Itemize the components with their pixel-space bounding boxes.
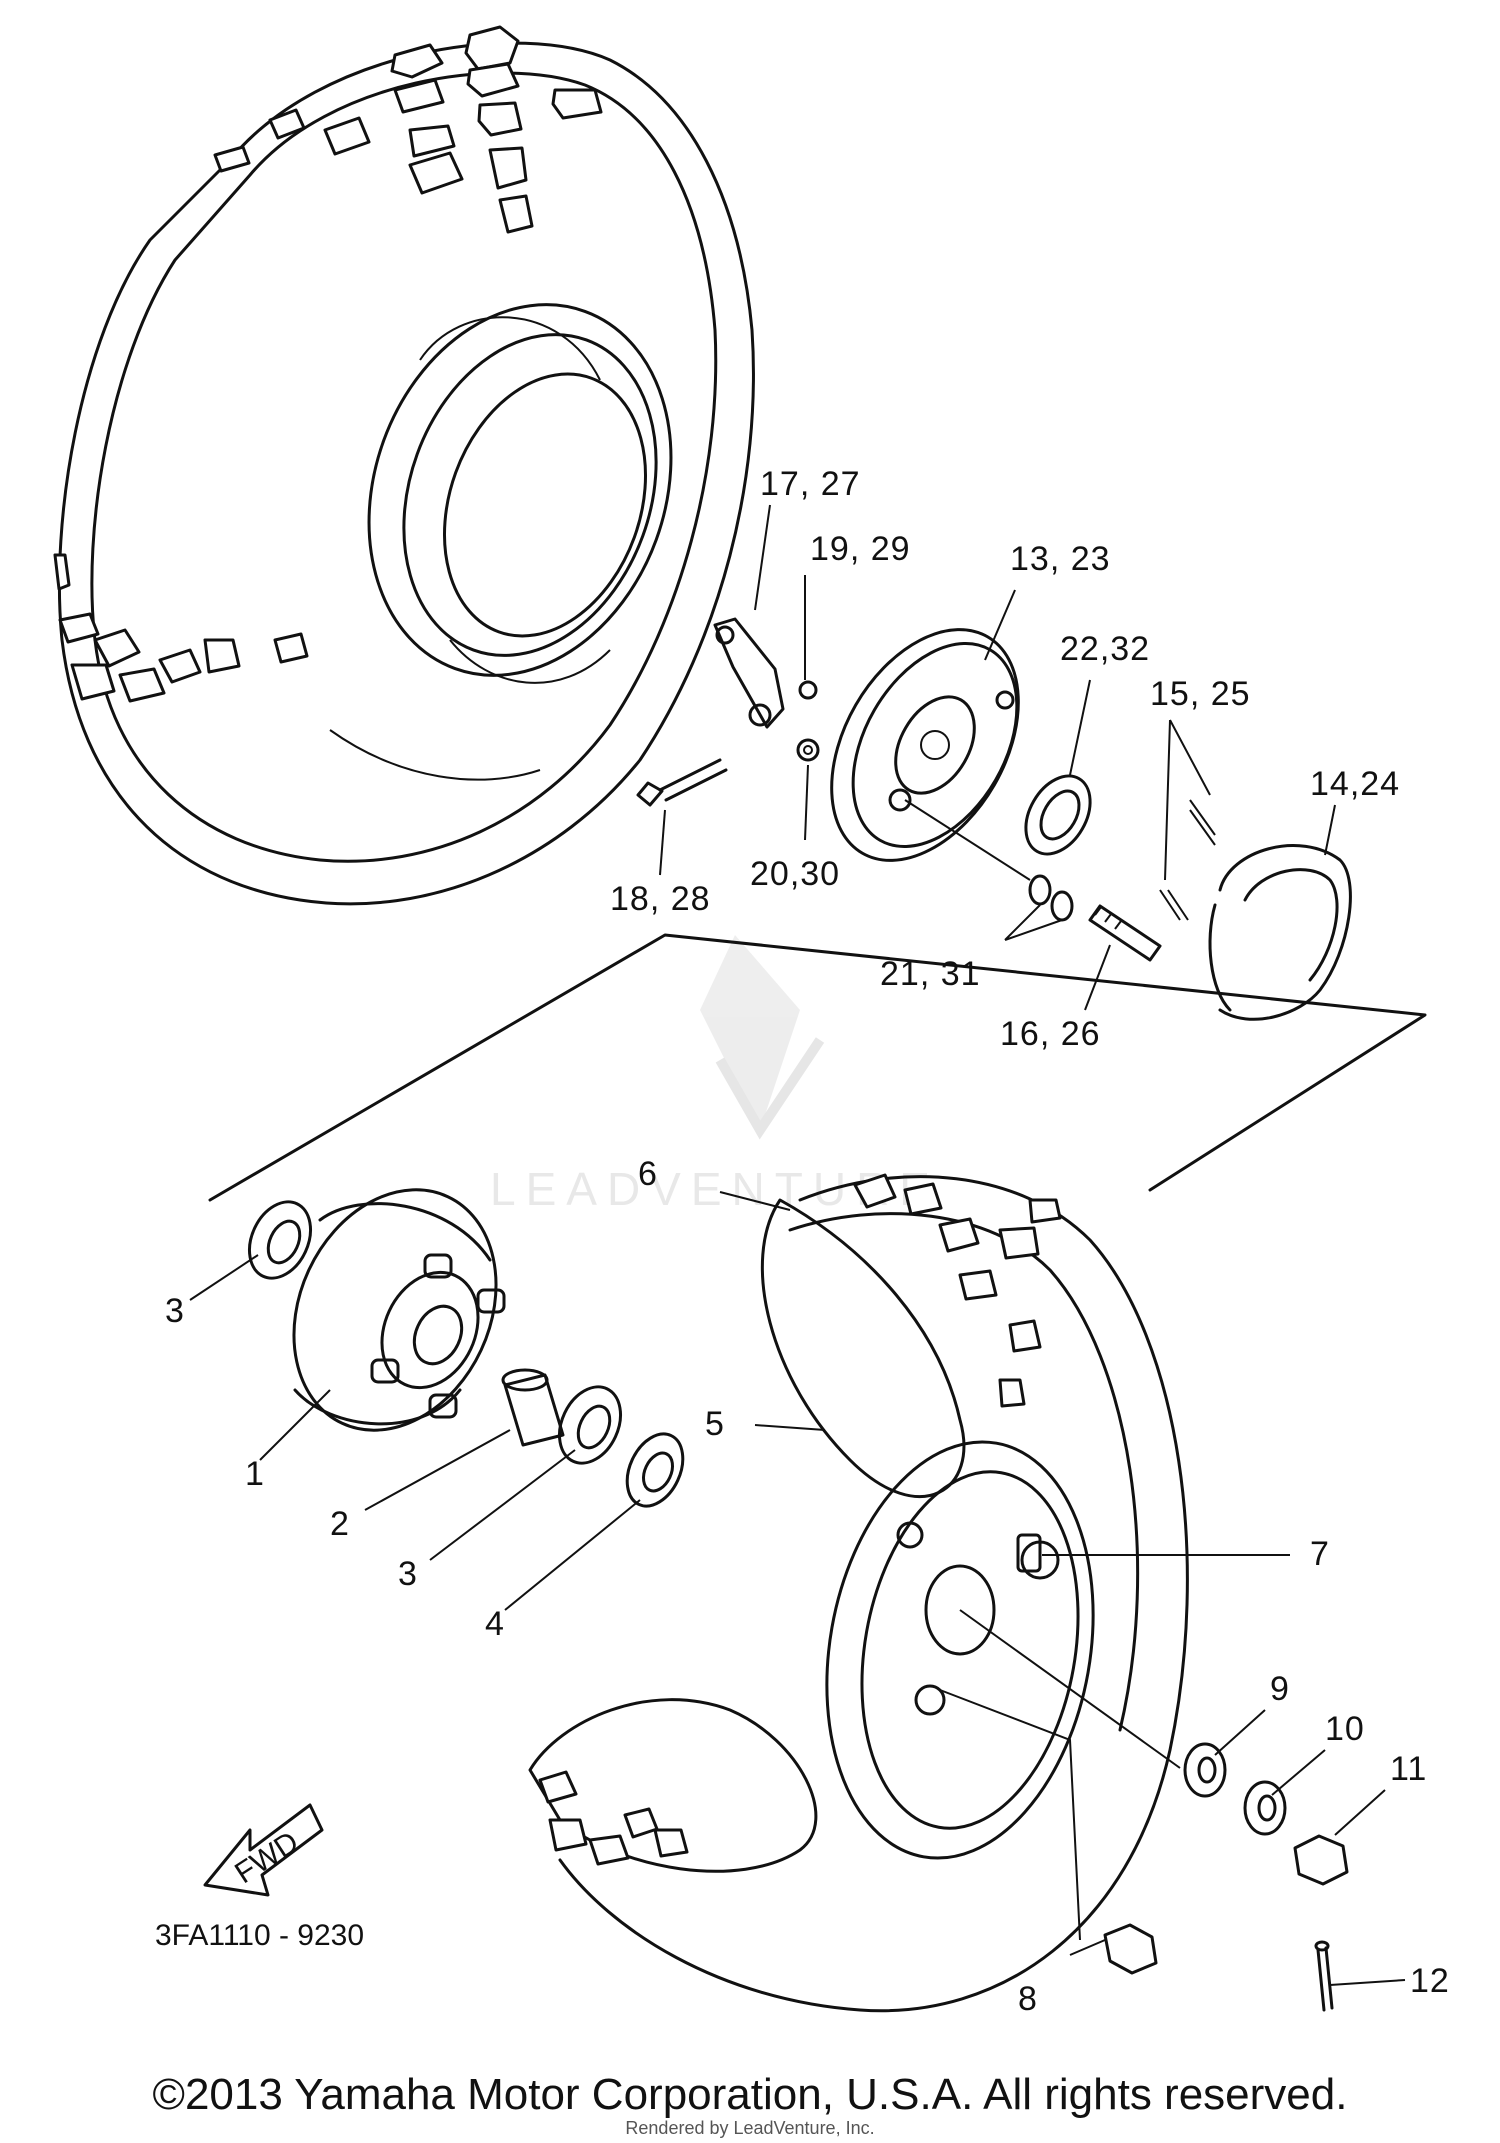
nut-8 (1103, 1923, 1158, 1975)
copyright-notice: ©2013 Yamaha Motor Corporation, U.S.A. A… (152, 2070, 1348, 2119)
callout-1929: 19, 29 (810, 530, 911, 568)
callout-9: 9 (1270, 1670, 1290, 1708)
spacer-2 (501, 1368, 565, 1447)
rendered-by-notice: Rendered by LeadVenture, Inc. (625, 2118, 875, 2138)
callout-8: 8 (1018, 1980, 1038, 2018)
bearing-3-lower (558, 1385, 622, 1465)
brake-shoe-plate (830, 628, 1020, 862)
callout-2030: 20,30 (750, 855, 840, 893)
callout-1323: 13, 23 (1010, 540, 1111, 578)
callout-1828: 18, 28 (610, 880, 711, 918)
callout-11: 11 (1390, 1750, 1427, 1788)
fwd-arrow: FWD (203, 1803, 324, 1897)
callout-3-upper: 3 (165, 1292, 185, 1330)
callout-6: 6 (638, 1155, 658, 1193)
lower-tire (528, 1173, 1189, 2013)
brake-cam-lever (713, 617, 785, 729)
washer-10 (1243, 1780, 1287, 1836)
cotter-pin-12 (1314, 1940, 1334, 2012)
callout-1424: 14,24 (1310, 765, 1400, 803)
part-code: 3FA1110 - 9230 (155, 1919, 364, 1952)
fwd-label: FWD (229, 1825, 304, 1890)
bearing-3-upper (248, 1200, 312, 1280)
valve-7 (1016, 1533, 1042, 1573)
castle-nut-11 (1293, 1834, 1349, 1886)
leader-lines (189, 504, 1406, 1986)
oil-seal-22 (1024, 774, 1092, 856)
callout-7: 7 (1310, 1535, 1330, 1573)
callout-2232: 22,32 (1060, 630, 1150, 668)
callout-2: 2 (330, 1505, 350, 1543)
callout-10: 10 (1325, 1710, 1365, 1748)
callout-12: 12 (1410, 1962, 1450, 2000)
callout-3-lower: 3 (398, 1555, 418, 1593)
callout-1525: 15, 25 (1150, 675, 1251, 713)
brake-springs-15 (1159, 799, 1216, 921)
callout-1727: 17, 27 (760, 465, 861, 503)
callout-4: 4 (485, 1605, 505, 1643)
brake-adjuster-16 (1088, 904, 1162, 962)
watermark-logo: LEADVENTURE (490, 935, 930, 1215)
washer-9 (1183, 1742, 1227, 1798)
oil-seal-4 (625, 1432, 685, 1508)
brake-small-parts (796, 680, 820, 762)
brake-lever-bolt (636, 758, 728, 807)
assembly-bracket (208, 933, 1427, 1202)
wheel-hub (292, 1188, 506, 1432)
callout-5: 5 (705, 1405, 725, 1443)
upper-tire (53, 25, 755, 906)
callout-1626: 16, 26 (1000, 1015, 1101, 1053)
callout-2131: 21, 31 (880, 955, 981, 993)
callout-1: 1 (245, 1455, 265, 1493)
washers-21 (1028, 874, 1074, 922)
brake-shoes-14 (1208, 844, 1352, 1021)
